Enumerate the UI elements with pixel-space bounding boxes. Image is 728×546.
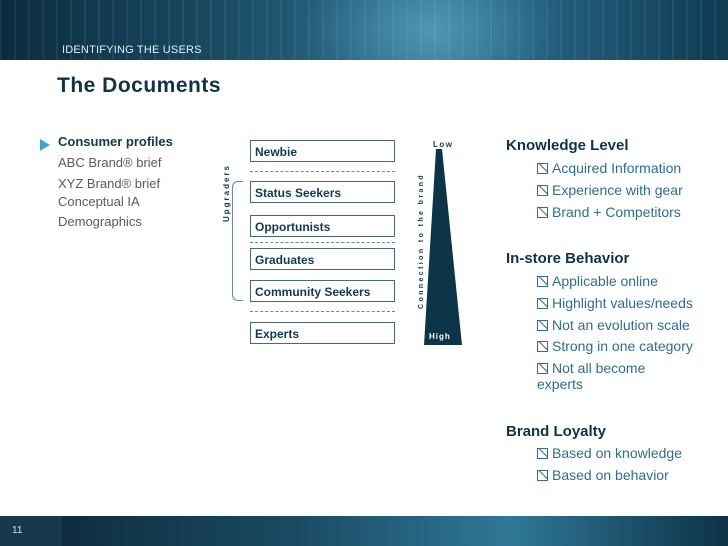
upgraders-bracket bbox=[232, 181, 243, 301]
connection-wedge bbox=[424, 149, 462, 345]
knowledge-item: Experience with gear bbox=[537, 182, 683, 198]
in-store-item: Strong in one category bbox=[537, 338, 693, 354]
knowledge-item: Brand + Competitors bbox=[537, 204, 681, 220]
checkbox-bullet-icon bbox=[537, 185, 548, 196]
checkbox-bullet-icon bbox=[537, 320, 548, 331]
checkbox-bullet-icon bbox=[537, 276, 548, 287]
connection-to-brand-label: Connection to the brand bbox=[418, 172, 425, 309]
page-number-box: 11 bbox=[0, 516, 62, 546]
in-store-item: Not an evolution scale bbox=[537, 317, 690, 333]
footer-band: 11 bbox=[0, 516, 728, 546]
loyalty-item: Based on behavior bbox=[537, 467, 669, 483]
active-arrow-icon bbox=[40, 139, 50, 151]
in-store-item-continuation: experts bbox=[537, 376, 583, 392]
segment-experts: Experts bbox=[250, 322, 395, 344]
page-number: 11 bbox=[12, 525, 23, 536]
upgraders-label: Upgraders bbox=[222, 163, 231, 222]
in-store-behavior-heading: In-store Behavior bbox=[506, 250, 630, 267]
segment-divider bbox=[250, 311, 395, 312]
segment-opportunists: Opportunists bbox=[250, 215, 395, 237]
checkbox-bullet-icon bbox=[537, 448, 548, 459]
segment-status-seekers: Status Seekers bbox=[250, 181, 395, 203]
header-highlight bbox=[300, 0, 560, 60]
segment-divider bbox=[250, 171, 395, 172]
doc-item-abc-brand-brief[interactable]: ABC Brand® brief bbox=[58, 155, 162, 170]
segment-graduates: Graduates bbox=[250, 248, 395, 270]
checkbox-bullet-icon bbox=[537, 298, 548, 309]
segment-newbie: Newbie bbox=[250, 140, 395, 162]
high-label: High bbox=[429, 332, 451, 341]
doc-item-demographics[interactable]: Demographics bbox=[58, 214, 142, 229]
in-store-item: Not all become bbox=[537, 360, 645, 376]
knowledge-level-heading: Knowledge Level bbox=[506, 137, 629, 154]
knowledge-item: Acquired Information bbox=[537, 160, 681, 176]
section-label: IDENTIFYING THE USERS bbox=[62, 44, 202, 56]
low-label: Low bbox=[433, 140, 454, 149]
checkbox-bullet-icon bbox=[537, 163, 548, 174]
doc-item-consumer-profiles[interactable]: Consumer profiles bbox=[58, 134, 173, 149]
header-texture bbox=[0, 0, 728, 60]
page-title: The Documents bbox=[57, 74, 222, 97]
header-band bbox=[0, 0, 728, 60]
doc-item-conceptual-ia[interactable]: Conceptual IA bbox=[58, 194, 140, 209]
checkbox-bullet-icon bbox=[537, 341, 548, 352]
segment-community-seekers: Community Seekers bbox=[250, 280, 395, 302]
checkbox-bullet-icon bbox=[537, 470, 548, 481]
in-store-item: Applicable online bbox=[537, 273, 658, 289]
loyalty-item: Based on knowledge bbox=[537, 445, 682, 461]
segment-divider bbox=[250, 242, 395, 243]
in-store-item: Highlight values/needs bbox=[537, 295, 693, 311]
doc-item-xyz-brand-brief[interactable]: XYZ Brand® brief bbox=[58, 176, 161, 191]
checkbox-bullet-icon bbox=[537, 363, 548, 374]
checkbox-bullet-icon bbox=[537, 207, 548, 218]
brand-loyalty-heading: Brand Loyalty bbox=[506, 423, 607, 440]
